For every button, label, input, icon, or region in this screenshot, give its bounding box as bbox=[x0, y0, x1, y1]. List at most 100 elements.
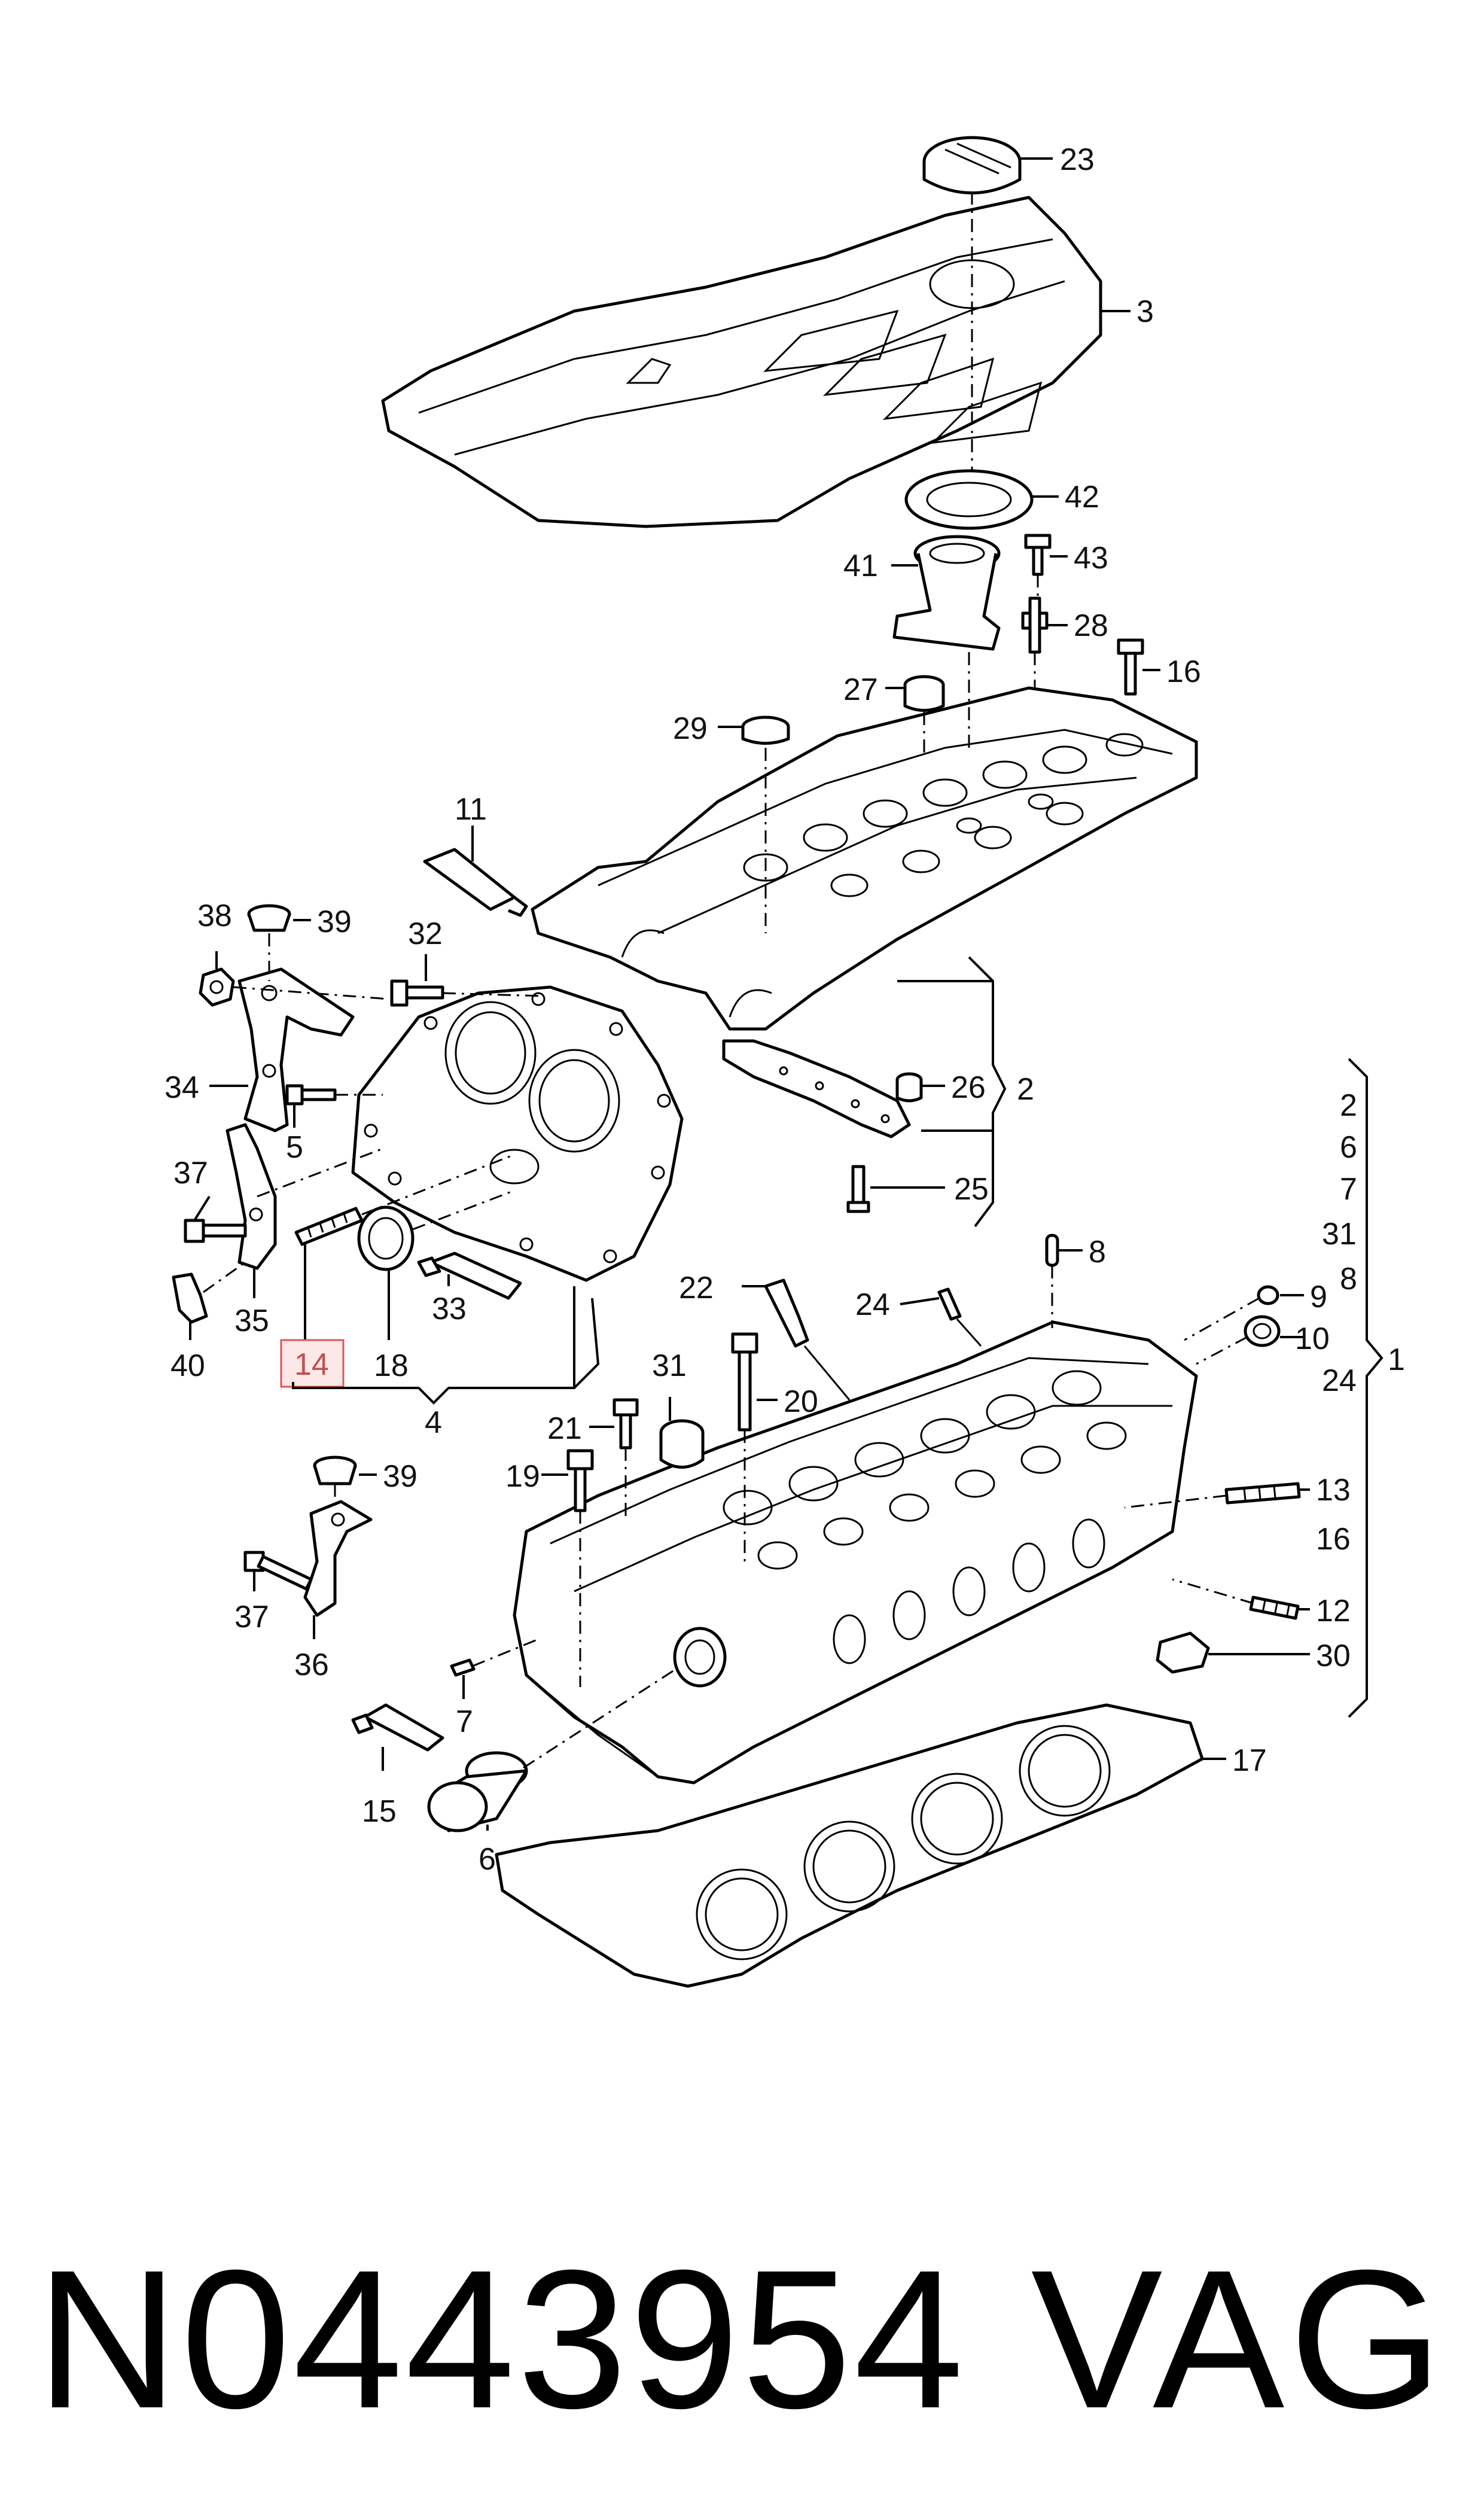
bolt-43 bbox=[1024, 534, 1052, 576]
callout-1: 1 bbox=[1388, 1342, 1405, 1377]
plug-27 bbox=[903, 675, 945, 712]
callout-37a: 37 bbox=[173, 1156, 208, 1191]
engine-cover bbox=[381, 196, 1102, 528]
callout-15: 15 bbox=[362, 1794, 397, 1829]
callout-8: 8 bbox=[1089, 1235, 1106, 1269]
group1-item-1: 6 bbox=[1340, 1130, 1357, 1165]
group1-item-2: 7 bbox=[1340, 1172, 1357, 1207]
callout-39a: 39 bbox=[317, 905, 352, 939]
callout-35: 35 bbox=[234, 1304, 269, 1338]
footer: N0443954 VAG bbox=[36, 2225, 1448, 2453]
bolt-32 bbox=[390, 979, 444, 1007]
bolt-37-top bbox=[184, 1219, 247, 1243]
callout-20: 20 bbox=[784, 1384, 818, 1419]
group1-item-0: 2 bbox=[1340, 1088, 1357, 1123]
callout-16a: 16 bbox=[1166, 654, 1201, 689]
callout-5: 5 bbox=[286, 1130, 303, 1165]
callout-27: 27 bbox=[843, 672, 878, 707]
callout-31: 31 bbox=[652, 1348, 687, 1383]
bolt-19 bbox=[566, 1449, 594, 1512]
callout-28: 28 bbox=[1074, 608, 1108, 643]
callout-33: 33 bbox=[432, 1292, 467, 1326]
cylinder-head-valve-pockets bbox=[723, 1370, 1127, 1570]
bolt-25 bbox=[846, 1165, 870, 1213]
stud-14 bbox=[294, 1207, 364, 1246]
bolt-16-top bbox=[1117, 638, 1144, 696]
group1-item-5: 24 bbox=[1322, 1363, 1357, 1398]
callout-14: 14 bbox=[294, 1347, 329, 1382]
pin-24 bbox=[937, 1287, 962, 1321]
bolt-20 bbox=[731, 1332, 758, 1432]
oil-filler-cap bbox=[922, 136, 1022, 194]
plug-6 bbox=[427, 1751, 528, 1832]
clip-40 bbox=[172, 1272, 208, 1324]
callout-7: 7 bbox=[456, 1704, 473, 1739]
housing-rail bbox=[722, 1039, 911, 1138]
filler-neck bbox=[892, 535, 1001, 651]
stud-12 bbox=[1249, 1596, 1300, 1620]
callout-11: 11 bbox=[455, 792, 487, 827]
callout-10: 10 bbox=[1295, 1322, 1330, 1356]
callout-2: 2 bbox=[1017, 1072, 1034, 1107]
brace-4 bbox=[292, 1286, 600, 1405]
callout-32: 32 bbox=[408, 917, 443, 951]
grommet-39-top bbox=[247, 904, 291, 932]
plug-29 bbox=[741, 715, 790, 745]
callout-25: 25 bbox=[954, 1172, 989, 1207]
callout-39b: 39 bbox=[383, 1459, 418, 1494]
sensor-22 bbox=[764, 1278, 809, 1348]
bolt-5 bbox=[285, 1084, 337, 1106]
callout-22: 22 bbox=[679, 1271, 714, 1305]
bolt-21 bbox=[613, 1398, 639, 1450]
callout-16b: 16 bbox=[1316, 1522, 1351, 1557]
callout-26: 26 bbox=[951, 1070, 986, 1105]
callout-17: 17 bbox=[1232, 1743, 1267, 1778]
sealant-tube-33 bbox=[417, 1252, 522, 1300]
housing-bores bbox=[743, 733, 1144, 897]
callout-42: 42 bbox=[1065, 480, 1099, 514]
sleeve-31 bbox=[659, 1419, 705, 1469]
bolt-37-bottom bbox=[243, 1551, 313, 1591]
camshaft-housing bbox=[531, 686, 1198, 1031]
group1-item-4: 8 bbox=[1340, 1262, 1357, 1296]
pin-8 bbox=[1045, 1234, 1059, 1267]
cylinder-head bbox=[513, 1320, 1198, 1785]
brand-label: VAG bbox=[1031, 2228, 1448, 2449]
callout-38: 38 bbox=[197, 899, 232, 933]
bracket-34 bbox=[237, 967, 355, 1132]
sealant-tube-15 bbox=[351, 1703, 444, 1752]
callout-6: 6 bbox=[479, 1842, 496, 1877]
callout-43: 43 bbox=[1074, 541, 1108, 576]
callout-29: 29 bbox=[673, 711, 708, 746]
clip-30 bbox=[1156, 1631, 1210, 1674]
plug-26 bbox=[895, 1072, 923, 1103]
washer-9 bbox=[1257, 1285, 1279, 1305]
grommet-39-bottom bbox=[313, 1456, 357, 1485]
callout-34: 34 bbox=[164, 1070, 199, 1105]
callout-21: 21 bbox=[547, 1411, 582, 1446]
stud-13 bbox=[1224, 1482, 1301, 1505]
timing-cover bbox=[351, 985, 684, 1282]
seal-ring-18 bbox=[357, 1205, 415, 1271]
cylinder-head-ports bbox=[833, 1518, 1105, 1664]
bracket-36 bbox=[303, 1500, 373, 1617]
callout-12: 12 bbox=[1316, 1594, 1351, 1628]
filler-neck-seal bbox=[904, 469, 1034, 530]
sealant-tube-11 bbox=[423, 848, 528, 917]
callout-36: 36 bbox=[294, 1648, 329, 1682]
callout-41: 41 bbox=[843, 549, 878, 583]
part-number: N0443954 bbox=[36, 2228, 967, 2449]
callout-24a: 24 bbox=[855, 1287, 890, 1322]
stud-28 bbox=[1021, 596, 1049, 654]
callout-19: 19 bbox=[505, 1459, 540, 1494]
group1-item-3: 31 bbox=[1322, 1217, 1357, 1252]
callout-37b: 37 bbox=[234, 1600, 269, 1634]
callout-40: 40 bbox=[170, 1348, 205, 1383]
plug-10 bbox=[1244, 1315, 1281, 1347]
callout-3: 3 bbox=[1136, 294, 1154, 329]
callout-18: 18 bbox=[374, 1348, 409, 1383]
nut-38 bbox=[199, 967, 235, 1007]
callout-23: 23 bbox=[1060, 142, 1095, 177]
bracket-35 bbox=[226, 1123, 277, 1270]
